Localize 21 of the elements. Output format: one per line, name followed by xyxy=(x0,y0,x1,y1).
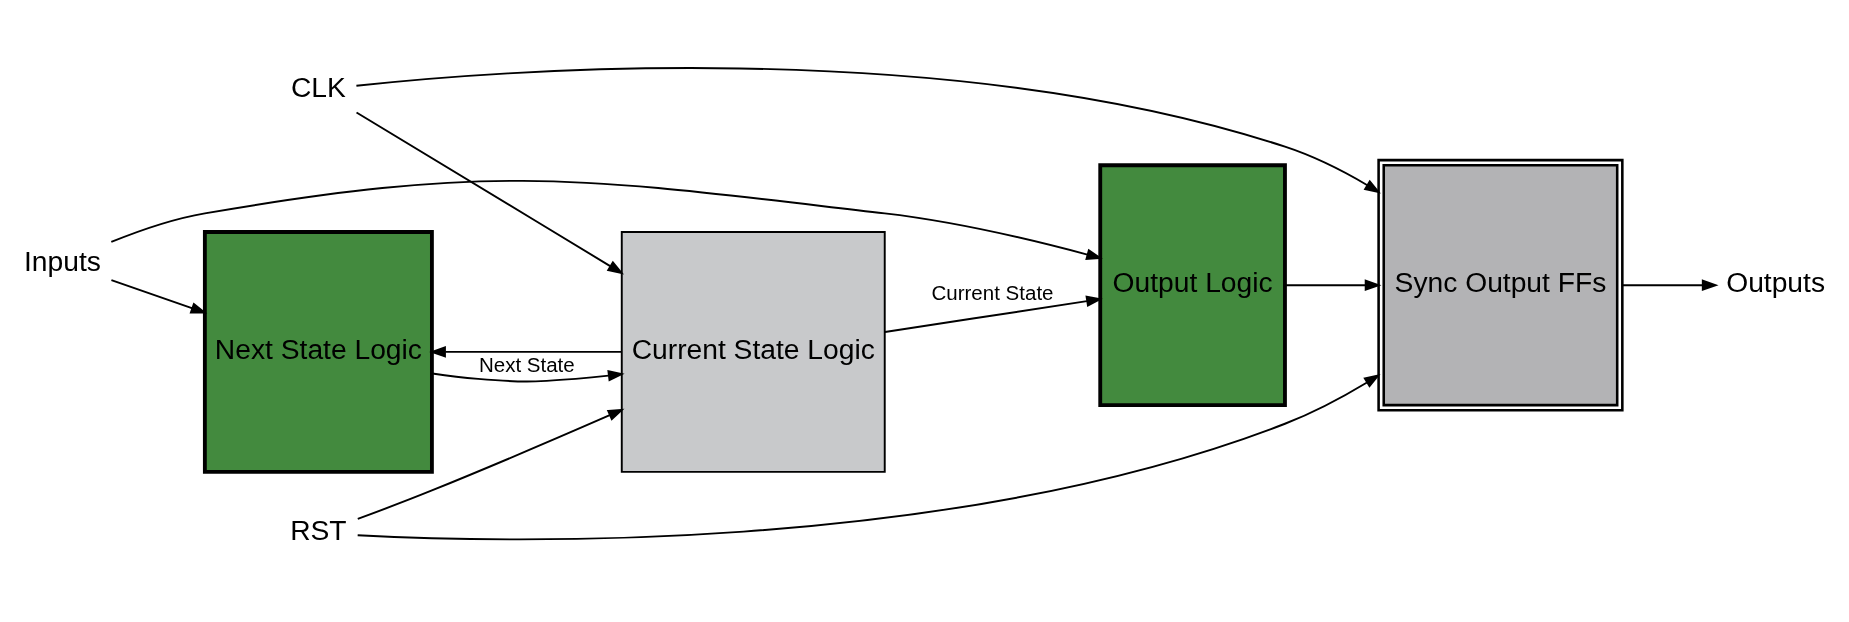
edge-label: Current State xyxy=(931,280,1054,304)
node-box: Output Logic xyxy=(1098,162,1287,407)
arrow xyxy=(1284,278,1382,291)
arrow xyxy=(110,179,1103,260)
arrow xyxy=(355,111,624,274)
node-box: Next State Logic xyxy=(202,229,434,474)
node-text: RST xyxy=(290,513,347,546)
node-text: Outputs xyxy=(1726,265,1826,298)
arrow xyxy=(110,278,208,313)
node-box: Sync Output FFs xyxy=(1377,158,1624,412)
edge-label: Next State xyxy=(478,352,575,376)
arrow xyxy=(356,408,625,520)
arrow xyxy=(429,345,623,358)
node-box: Current State Logic xyxy=(620,230,886,473)
node-text: CLK xyxy=(290,70,346,103)
arrow xyxy=(884,294,1103,333)
arrow xyxy=(1621,278,1719,291)
arrow xyxy=(431,369,625,382)
arrow xyxy=(356,373,1381,540)
node-text: Inputs xyxy=(24,244,101,277)
arrow xyxy=(355,66,1381,193)
